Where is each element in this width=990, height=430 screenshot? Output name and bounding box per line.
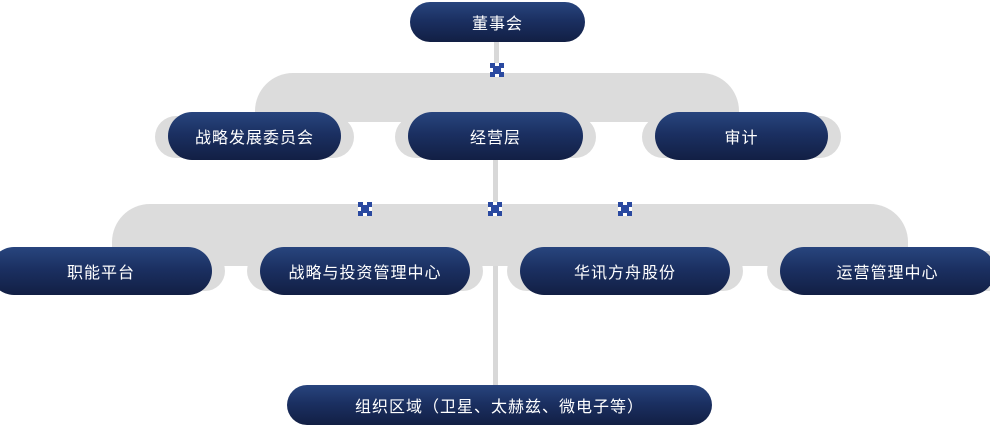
org-node-label: 战略与投资管理中心 bbox=[288, 265, 442, 282]
org-node-strategy-investment-management-center: 战略与投资管理中心 bbox=[260, 247, 470, 295]
connector-line bbox=[493, 266, 498, 385]
connector-line bbox=[494, 40, 499, 68]
node-connector-icon bbox=[488, 202, 502, 216]
org-node-management-level: 经营层 bbox=[408, 112, 583, 160]
org-node-organization-regions: 组织区域（卫星、太赫兹、微电子等） bbox=[287, 385, 712, 425]
node-connector-icon bbox=[490, 63, 504, 77]
org-node-label: 运营管理中心 bbox=[836, 265, 939, 282]
org-node-label: 审计 bbox=[724, 130, 759, 147]
org-node-label: 组织区域（卫星、太赫兹、微电子等） bbox=[354, 399, 644, 416]
org-node-label: 经营层 bbox=[469, 130, 521, 147]
org-node-operations-management-center: 运营管理中心 bbox=[780, 247, 990, 295]
org-node-functional-platform: 职能平台 bbox=[0, 247, 212, 295]
org-node-huaxun-fangzhou-shares: 华讯方舟股份 bbox=[520, 247, 730, 295]
org-node-board-of-directors: 董事会 bbox=[410, 2, 585, 42]
org-node-audit: 审计 bbox=[655, 112, 828, 160]
node-connector-icon bbox=[618, 202, 632, 216]
node-connector-icon bbox=[358, 202, 372, 216]
org-node-label: 职能平台 bbox=[66, 265, 135, 282]
org-node-strategy-development-committee: 战略发展委员会 bbox=[168, 112, 341, 160]
org-node-label: 董事会 bbox=[471, 16, 523, 33]
org-node-label: 华讯方舟股份 bbox=[573, 265, 676, 282]
org-node-label: 战略发展委员会 bbox=[194, 130, 314, 147]
connector-line bbox=[493, 160, 498, 206]
